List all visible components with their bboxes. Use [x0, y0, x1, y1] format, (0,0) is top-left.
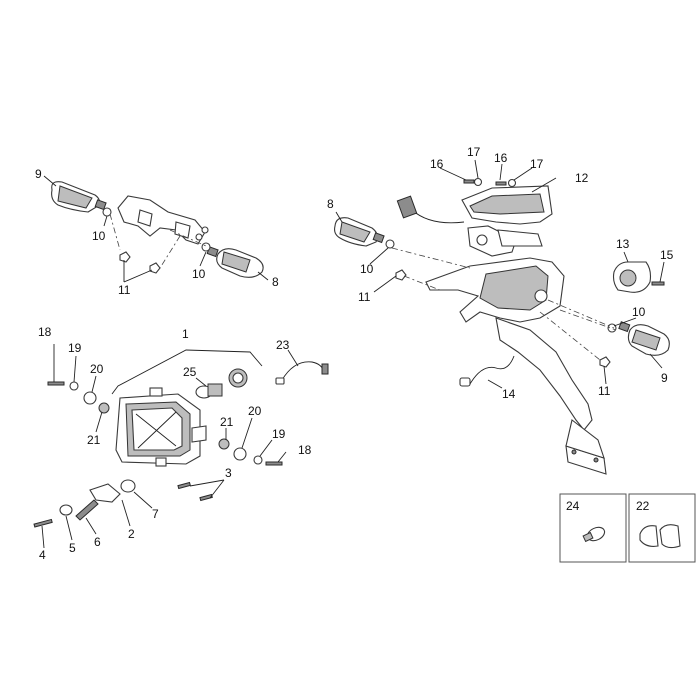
callout-7: 7: [152, 507, 159, 521]
nut-11-b: [149, 262, 161, 274]
callout-10b: 10: [192, 267, 206, 281]
callout-13: 13: [616, 237, 630, 251]
callout-16b: 16: [494, 151, 508, 165]
license-plate-holder: [425, 257, 607, 475]
nut-10-b: [201, 242, 211, 252]
nut-10-a: [102, 207, 112, 217]
callout-21a: 21: [87, 433, 101, 447]
callout-16a: 16: [430, 157, 444, 171]
callout-17a: 17: [467, 145, 481, 159]
license-plate-wiring: [459, 355, 515, 387]
callout-6: 6: [94, 535, 101, 549]
callout-15: 15: [660, 248, 674, 262]
callout-10c: 10: [360, 262, 374, 276]
callout-18a: 18: [38, 325, 52, 339]
callout-20b: 20: [248, 404, 262, 418]
callout-9a: 9: [35, 167, 42, 181]
headlight-adjuster: [33, 479, 136, 528]
callout-11c: 11: [598, 384, 611, 398]
callout-21b: 21: [220, 415, 234, 429]
headlight-cap: [228, 368, 248, 388]
callout-1: 1: [182, 327, 189, 341]
callout-25: 25: [183, 365, 197, 379]
nut-10-d: [607, 323, 617, 333]
callout-8b: 8: [327, 197, 334, 211]
washers-18-19-20-21-left: [47, 381, 110, 414]
nut-11-d: [599, 356, 611, 368]
headlight-bulb: [195, 383, 223, 399]
callout-8a: 8: [272, 275, 279, 289]
callout-2: 2: [128, 527, 135, 541]
screws-3: [177, 481, 213, 502]
bulb-box-22: [628, 493, 696, 563]
callout-10d: 10: [632, 305, 646, 319]
callout-numbers: 9 10 11 10 8 8 10 11 16 17 16 17 12 13 1…: [35, 145, 674, 562]
nut-10-c: [385, 239, 395, 249]
tail-light: [396, 185, 553, 257]
callout-4: 4: [39, 548, 46, 562]
callout-22: 22: [636, 499, 650, 513]
front-indicator-bracket: [117, 195, 209, 245]
callout-11a: 11: [118, 283, 131, 297]
bulb-box-24: [559, 493, 627, 563]
callout-5: 5: [69, 541, 76, 555]
headlight-housing: [115, 387, 207, 467]
callout-3: 3: [225, 466, 232, 480]
license-plate-light: [612, 261, 652, 293]
callout-19a: 19: [68, 341, 82, 355]
callout-10a: 10: [92, 229, 106, 243]
callout-17b: 17: [530, 157, 544, 171]
headlight-wiring: [275, 361, 329, 385]
rear-turn-signal-left: [334, 217, 385, 247]
callout-11b: 11: [358, 290, 371, 304]
callout-12: 12: [575, 171, 589, 185]
callout-23: 23: [276, 338, 290, 352]
callout-19b: 19: [272, 427, 286, 441]
callout-20a: 20: [90, 362, 104, 376]
rear-turn-signal-right: [618, 321, 670, 356]
callout-9b: 9: [661, 371, 668, 385]
washers-18-19-20-21-right: [218, 438, 283, 466]
nut-11-c: [395, 269, 407, 281]
callout-18b: 18: [298, 443, 312, 457]
front-turn-signal-right: [206, 246, 264, 278]
screws-16-17: [463, 177, 665, 286]
leader-lines: [41, 159, 665, 549]
front-turn-signal-left: [51, 181, 107, 213]
callout-24: 24: [566, 499, 580, 513]
nut-11-a: [119, 251, 131, 263]
callout-14: 14: [502, 387, 516, 401]
